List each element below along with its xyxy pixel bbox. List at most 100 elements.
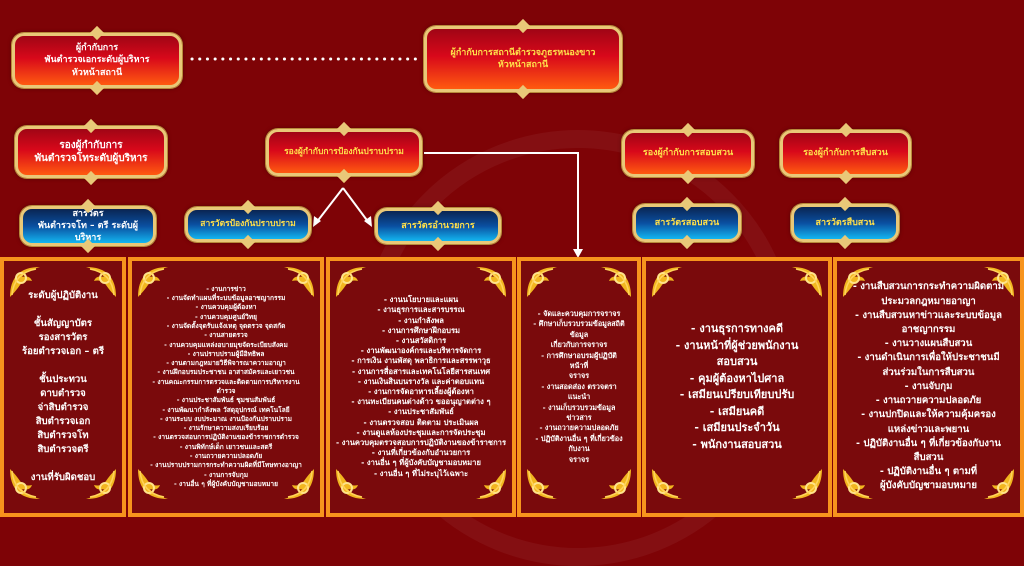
box-line: พันตำรวจโทระดับผู้บริหาร — [34, 153, 148, 164]
panel-line: - งานควบคุมแหล่งอบายมุขจัดระเบียบสังคม — [164, 340, 288, 349]
corner-ornament-icon — [790, 467, 824, 501]
arrow-to-admin-inspector — [342, 187, 370, 224]
deputy-exec-box: รองผู้กำกับการพันตำรวจโทระดับผู้บริหาร — [15, 126, 167, 178]
panel-line: - พนักงานสอบสวน — [692, 437, 782, 451]
corner-ornament-icon — [334, 467, 368, 501]
panel-line: - ปฏิบัติงานอื่น ๆ ตามที่ — [879, 466, 978, 478]
box-line: สารวัตร — [72, 208, 104, 219]
panel-line: อาชญากรรม — [901, 324, 956, 336]
panel-line: - งานดำเนินการเพื่อให้ประชาชนมี — [857, 352, 1000, 364]
panel-line: - งานควบคุมศูนย์วิทยุ — [195, 312, 257, 321]
box-line: รองผู้กำกับการ — [59, 139, 123, 151]
panel-line: - งานถวายความปลอดภัย — [875, 395, 982, 407]
panel-line: - การเงิน งานพัสดุ พลาธิการและสรรพาวุธ — [351, 356, 491, 366]
box-label: สารวัตรป้องกันปราบปราม — [200, 218, 296, 229]
arrowhead-icon — [573, 249, 583, 258]
corner-ornament-icon — [474, 467, 508, 501]
panel-line: - งานพัฒนาองค์กรและบริหารจัดการ — [360, 346, 482, 356]
panel-line: ผู้บังคับบัญชามอบหมาย — [880, 480, 977, 492]
panel-prevention-duties: - งานการข่าว- งานจัดทำแผนที่ระบบข้อมูลอา… — [128, 257, 324, 517]
inspector-admin-box: สารวัตรอำนวยการ — [375, 208, 501, 244]
panel-line: - งานถวายความปลอดภัย — [539, 423, 619, 433]
panel-line: - งานธุรการและสารบรรณ — [377, 305, 465, 315]
panel-line: - งานปราบปรามการกระทำความผิดที่มีโทษทางอ… — [150, 461, 302, 470]
box-line: พันตำรวจโท – ตรี ระดับผู้บริหาร — [38, 220, 138, 244]
panel-line: กับงาน — [568, 444, 590, 454]
panel-line: ส่วนร่วมในการสืบสวน — [882, 366, 975, 378]
panel-line: - งานการข่าว — [206, 284, 246, 293]
panel-line: - งานเก็บรวบรวมข้อมูล — [542, 402, 616, 412]
panel-line: - งานเงินสินบนรางวัล และค่าตอบแทน — [357, 376, 485, 386]
corner-ornament-icon — [599, 467, 633, 501]
panel-line: - งานคณะกรรมการตรวจและติดตามการบริหารงาน — [152, 377, 300, 386]
panel-line: ข่าวสาร — [566, 413, 592, 423]
panel-line: - งานควบคุมตรวจสอบการปฏิบัติงานของข้าราช… — [335, 438, 507, 448]
panel-line: - งานตามกฎหมายวิธีพิจารณาความอาญา — [166, 359, 286, 368]
panel-line: - งานปราบปรามผู้มีอิทธิพล — [187, 349, 265, 358]
panel-line: - งานจัดทำแผนที่ระบบข้อมูลอาชญากรรม — [166, 294, 286, 303]
box-label: สารวัตรสอบสวน — [654, 217, 720, 228]
box-label: สารวัตรสืบสวน — [815, 217, 875, 228]
connector-lines — [190, 57, 583, 258]
inspector-inquiry-box: สารวัตรสืบสวน — [791, 204, 899, 242]
panel-line: - งานพิทักษ์เด็ก เยาวชนและสตรี — [179, 442, 273, 451]
panel-operational-levels: ระดับผู้ปฏิบัติงาน ชั้นสัญญาบัตรรองสารวั… — [0, 257, 126, 517]
box-line: หัวหน้าสถานี — [497, 60, 549, 70]
panel-line: ดาบตำรวจ — [40, 388, 86, 399]
panel-line: - งานวางแผนสืบสวน — [884, 338, 973, 350]
panel-line — [61, 303, 64, 317]
panel-line: - งานจัดตั้งจุดรับแจ้งเหตุ จุดตรวจ จุดสก… — [166, 321, 286, 330]
corner-ornament-icon — [334, 265, 368, 299]
panel-line: - งานดูแลห้องประชุมและการจัดประชุม — [356, 427, 486, 437]
corner-ornament-icon — [474, 265, 508, 299]
corner-ornament-icon — [136, 265, 170, 299]
panel-line: ชั้นประทวน — [39, 374, 87, 385]
corner-ornament-icon — [8, 467, 42, 501]
arrow-to-prevention-inspector — [315, 187, 344, 224]
panel-line: - งานประชาสัมพันธ์ ชุมชนสัมพันธ์ — [176, 396, 276, 405]
panel-line: - งานทะเบียนคนต่างด้าว ขออนุญาตต่าง ๆ — [351, 397, 491, 407]
superintendent-exec-box: ผู้กำกับการพันตำรวจเอกระดับผู้บริหารหัวห… — [12, 33, 182, 88]
station-superintendent-box: ผู้กำกับการสถานีตำรวจภูธรหนองขาวหัวหน้าส… — [424, 26, 622, 92]
panel-line: จราจร — [568, 454, 590, 464]
corner-ornament-icon — [982, 265, 1016, 299]
panel-line: - งานสายตรวจ — [204, 331, 248, 340]
panel-line: ข้อมูล — [569, 329, 589, 339]
panel-line: สิบตำรวจโท — [37, 430, 89, 441]
deputy-investigation-box: รองผู้กำกับการสอบสวน — [622, 130, 754, 177]
panel-line: ชั้นสัญญาบัตร — [33, 318, 93, 329]
panel-line: - งานพัฒนากำลังพล วัสดุอุปกรณ์ เทคโนโลยี — [162, 405, 290, 414]
box-label: รองผู้กำกับการป้องกันปราบปราม — [284, 146, 404, 157]
connector-to-traffic — [424, 152, 579, 252]
panel-line: - เสมียนคดี — [709, 404, 765, 418]
panel-line: รองสารวัตร — [38, 332, 88, 343]
box-line: หัวหน้าสถานี — [71, 67, 123, 78]
corner-ornament-icon — [282, 467, 316, 501]
panel-line: - งานจับกุม — [904, 380, 953, 392]
panel-line: - งานระบบ งบประมาณ งานป้องกันปราบปราม — [159, 414, 293, 423]
panel-investigation-duties: - งานธุรการทางคดี- งานหน้าที่ผู้ช่วยพนัก… — [642, 257, 832, 517]
panel-line: - คุมผู้ต้องหาไปศาล — [689, 371, 785, 385]
panel-inquiry-duties: - งานสืบสวนการกระทำความผิดตามประมวลกฎหมา… — [833, 257, 1024, 517]
panel-line: แหล่งข่าวและพยาน — [887, 423, 970, 435]
panel-line: - งานสืบสวนหาข่าวและระบบข้อมูล — [855, 309, 1002, 321]
deputy-inquiry-box: รองผู้กำกับการสืบสวน — [780, 130, 911, 177]
panel-line: - งานกำลังพล — [398, 315, 444, 325]
panel-line: จราจร — [568, 371, 590, 381]
panel-line: - งานปกปิดและให้ความคุ้มครอง — [861, 409, 996, 421]
panel-line: ระดับผู้ปฏิบัติงาน — [28, 290, 98, 301]
box-label: สารวัตรอำนวยการ — [401, 220, 475, 231]
inspector-prevention-box: สารวัตรป้องกันปราบปราม — [185, 207, 311, 242]
corner-ornament-icon — [599, 265, 633, 299]
panel-line: - งานอื่น ๆ ที่ผู้บังคับบัญชามอบหมาย — [173, 479, 278, 488]
panel-line: - งานควบคุมผู้ต้องหา — [195, 303, 257, 312]
panel-line: - จัดและควบคุมการจราจร — [537, 308, 621, 318]
panel-line — [61, 359, 64, 373]
arrowhead-icon — [313, 216, 321, 227]
panel-line: - งานอื่น ๆ ที่ผู้บังคับบัญชามอบหมาย — [361, 458, 481, 468]
panel-line: - ศึกษาเก็บรวบรวมข้อมูลสถิติ — [533, 319, 625, 329]
panel-line: - งานสืบสวนการกระทำความผิดตาม — [852, 281, 1005, 293]
corner-ornament-icon — [8, 265, 42, 299]
panel-line: - งานถวายความปลอดภัย — [189, 452, 263, 461]
arrowhead-icon — [364, 216, 372, 227]
